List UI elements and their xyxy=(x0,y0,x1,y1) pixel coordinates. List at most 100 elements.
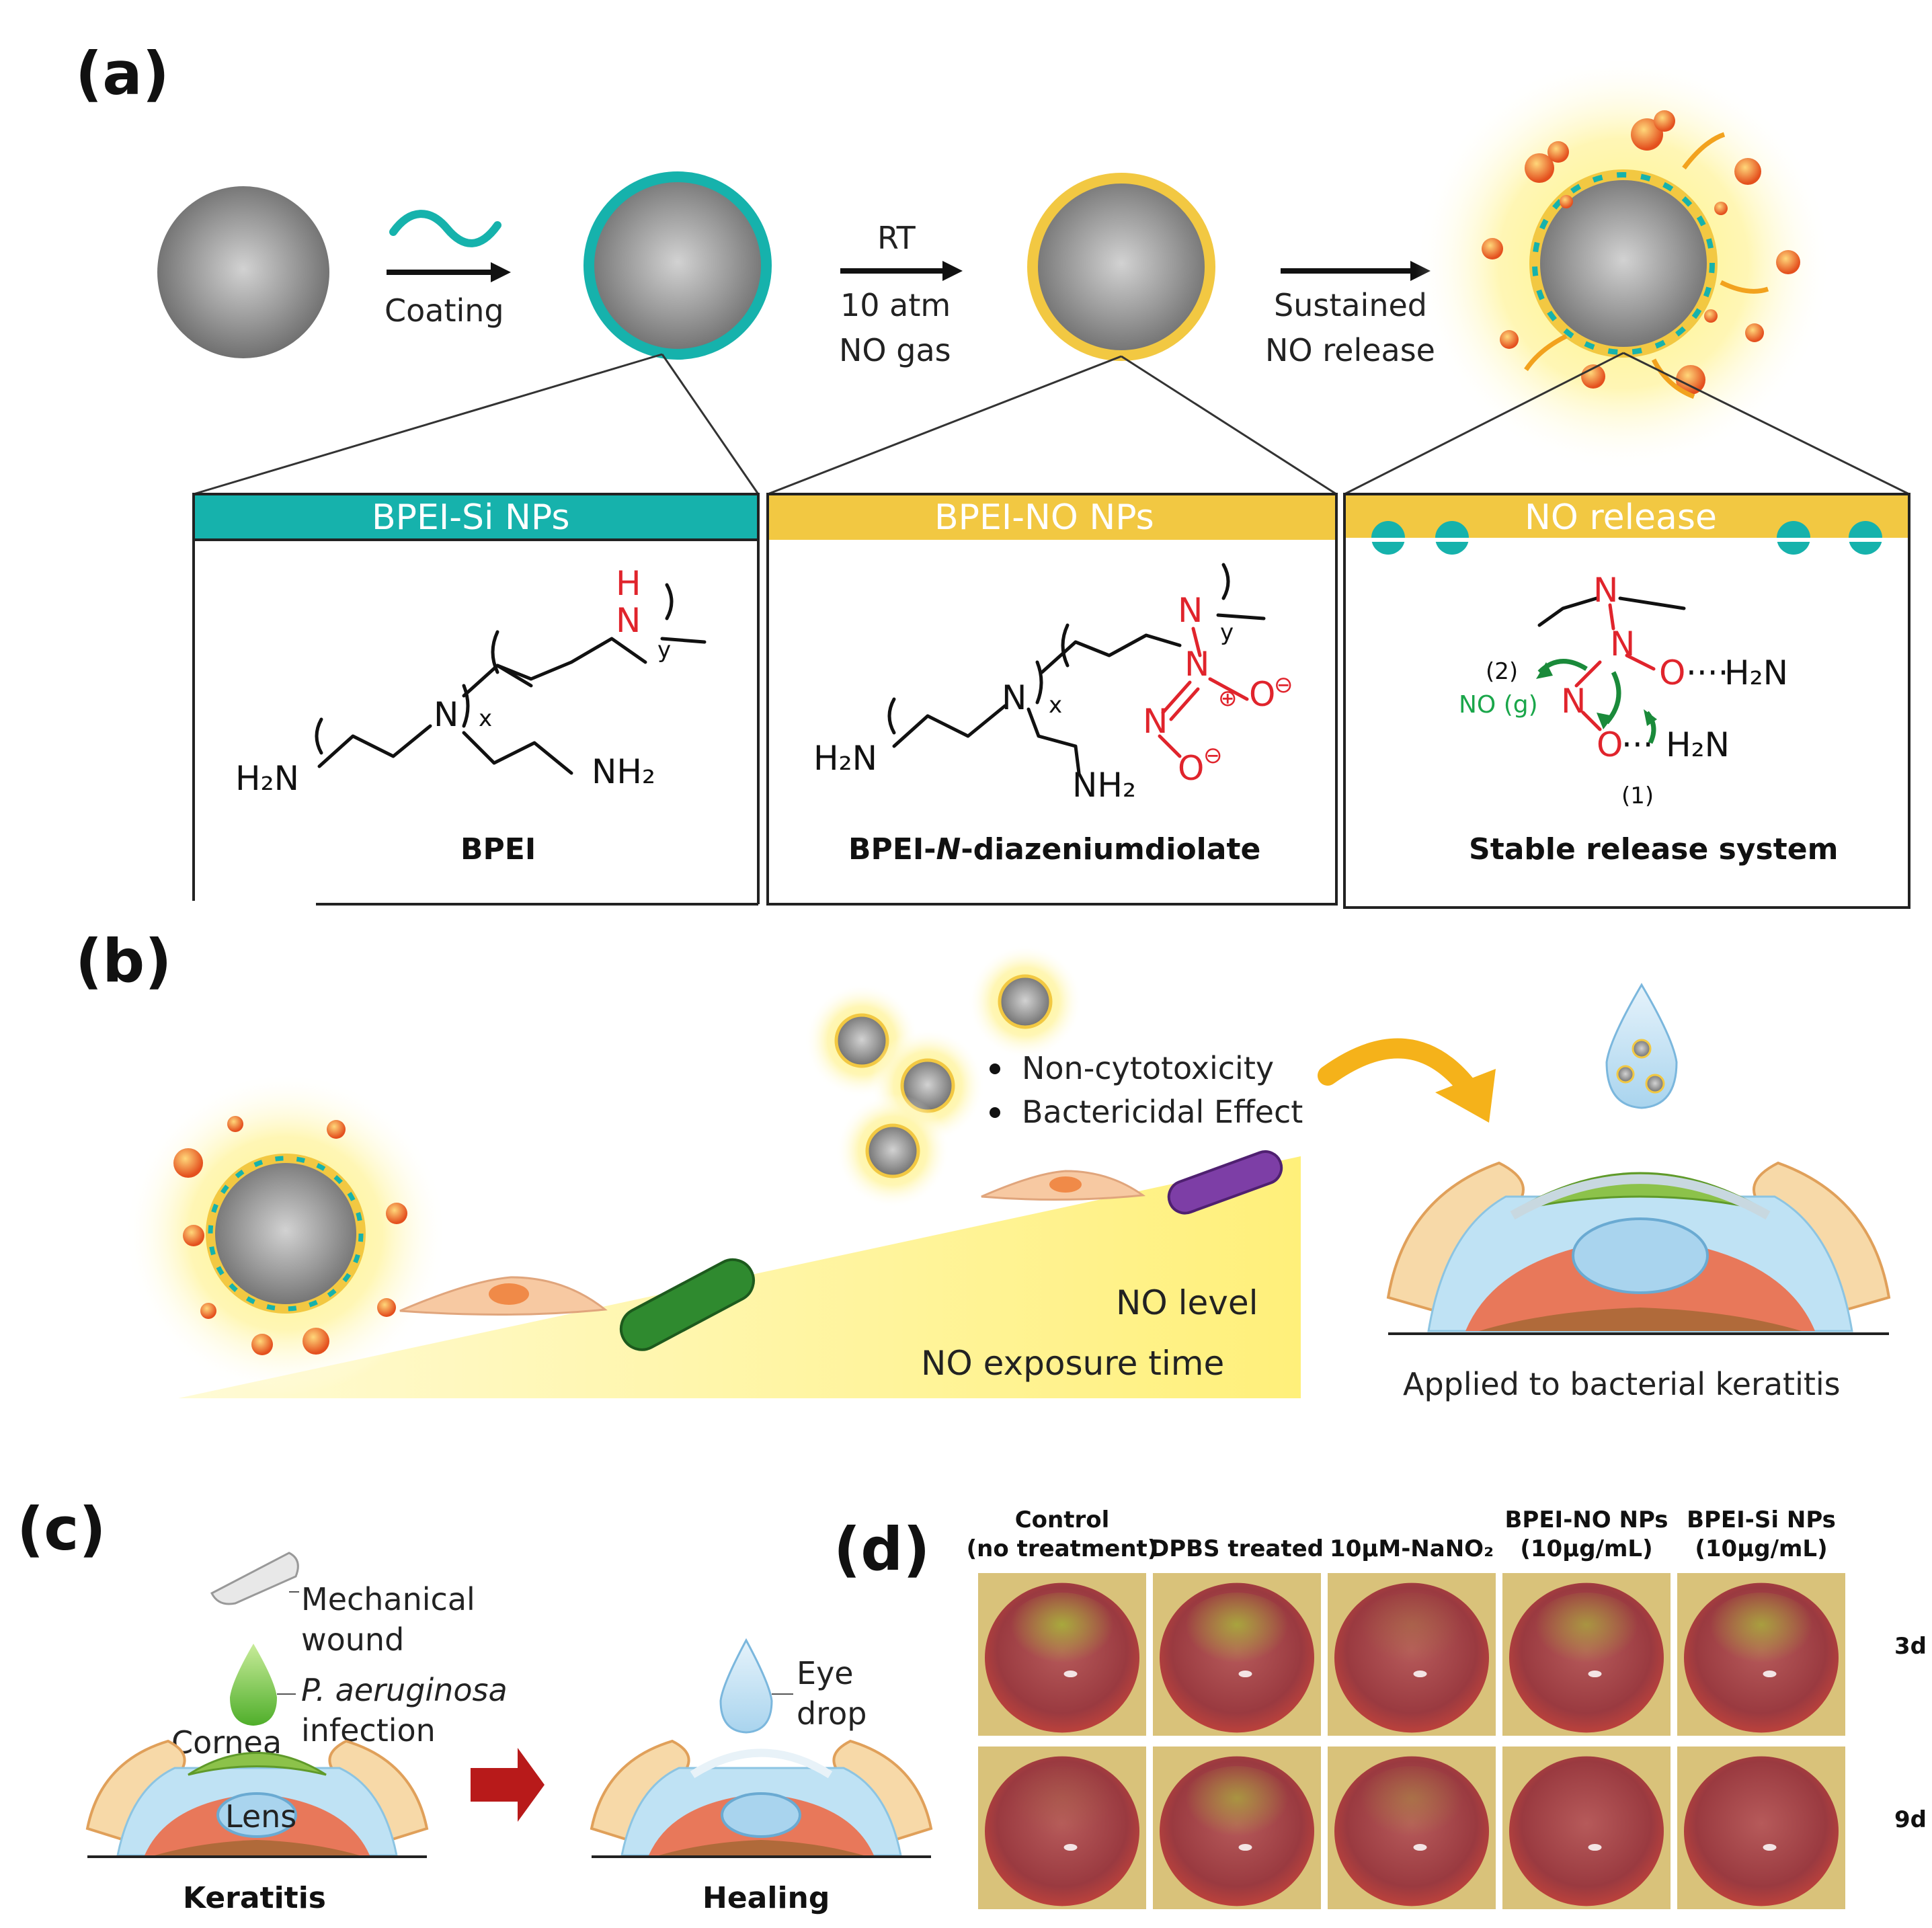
box2-caption: BPEI-N-diazeniumdiolate xyxy=(848,832,1260,867)
eye-label: Eye xyxy=(797,1655,854,1691)
bpei-x: x xyxy=(479,705,492,732)
eye-photo-4-9d xyxy=(1502,1746,1671,1909)
column-header-3-line2: 10μM-NaNO₂ xyxy=(1330,1535,1494,1562)
zoom-lines xyxy=(193,352,1910,495)
bpeino-y: y xyxy=(1220,619,1234,646)
eye-drop-with-nanoparticles xyxy=(1605,983,1678,1109)
bpeino-minus1: ⊖ xyxy=(1274,672,1293,698)
no-releasing-nanoparticle xyxy=(1415,55,1832,472)
panel-label-a: (a) xyxy=(75,39,169,108)
eye-photo-1-9d xyxy=(978,1746,1146,1909)
keratitis-label: Keratitis xyxy=(183,1881,326,1915)
bpei-nh2: NH₂ xyxy=(592,752,655,791)
column-header-1-line2: (no treatment) xyxy=(967,1535,1158,1562)
coating-label: Coating xyxy=(385,292,504,329)
bpeino-x: x xyxy=(1049,692,1062,719)
bpeino-n3: N xyxy=(1143,702,1168,741)
box1-caption: BPEI xyxy=(460,832,536,867)
bpei-h: H xyxy=(616,564,641,603)
eye-illustration-keratitis xyxy=(85,1739,429,1858)
bpei-si-nanoparticle xyxy=(583,171,772,360)
bpeino-n2: N xyxy=(1184,645,1209,684)
eye-photo-2-3d xyxy=(1153,1573,1321,1736)
rel-dots2: ··· xyxy=(1621,725,1654,764)
bpei-no-nanoparticle xyxy=(1027,173,1215,361)
rel-o2: O xyxy=(1597,725,1623,764)
column-header-4-line1: BPEI-NO NPs xyxy=(1504,1507,1668,1533)
bpei-nh: N xyxy=(616,601,641,640)
no-release-structure xyxy=(1536,596,1686,744)
bpei-chemical-structure xyxy=(315,583,707,775)
column-header-2-line2: DPBS treated xyxy=(1150,1535,1324,1562)
eye-photo-3-9d xyxy=(1328,1746,1496,1909)
axis-no-exposure: NO exposure time xyxy=(921,1344,1224,1383)
rel-h2n-2: H₂N xyxy=(1666,725,1730,764)
coating-arrow xyxy=(387,210,511,282)
box2-header: BPEI-NO NPs xyxy=(934,497,1154,538)
column-header-5-line1: BPEI-Si NPs xyxy=(1687,1507,1836,1533)
eye-photo-3-3d xyxy=(1328,1573,1496,1736)
bacterium-purple xyxy=(1167,1150,1283,1215)
eye-photo-1-3d xyxy=(978,1573,1146,1736)
drop-label: drop xyxy=(797,1695,867,1732)
bpei-diazeniumdiolate-structure xyxy=(887,563,1266,775)
eye-drop-icon xyxy=(719,1638,793,1734)
eye-illustration-healing xyxy=(590,1739,933,1858)
no-loading-arrow xyxy=(840,261,963,281)
bullet-dot-1 xyxy=(990,1063,1000,1074)
bpei-y: y xyxy=(657,637,671,664)
eye-photo-2-9d xyxy=(1153,1746,1321,1909)
wound-label: wound xyxy=(301,1621,404,1658)
nanoparticle-cluster xyxy=(805,945,1082,1208)
mammalian-cell-1 xyxy=(399,1276,608,1316)
applied-label: Applied to bacterial keratitis xyxy=(1403,1366,1841,1402)
bpei-n: N xyxy=(434,695,458,734)
eye-photo-5-9d xyxy=(1677,1746,1845,1909)
rel-step1: (1) xyxy=(1621,782,1654,809)
bpei-no-structure-box xyxy=(766,493,1338,906)
bpeino-o2: O xyxy=(1178,749,1204,788)
rel-no-gas: NO (g) xyxy=(1459,691,1538,719)
axis-no-level: NO level xyxy=(1116,1283,1258,1322)
release-arrow xyxy=(1281,261,1431,281)
bpeino-h2n: H₂N xyxy=(813,739,877,778)
scalpel-icon xyxy=(210,1552,299,1605)
no-releasing-nanoparticle-large xyxy=(124,1072,447,1395)
rel-n2: N xyxy=(1610,625,1635,664)
eye-photo-5-3d xyxy=(1677,1573,1845,1736)
panel-label-c: (c) xyxy=(17,1494,106,1564)
bpei-si-structure-box xyxy=(192,493,760,906)
box3-caption: Stable release system xyxy=(1469,832,1838,867)
bacterium-green xyxy=(619,1258,755,1351)
bpeino-minus2: ⊖ xyxy=(1203,742,1223,769)
rel-h2n-1: ···· xyxy=(1686,653,1729,692)
bpeino-n1: N xyxy=(1178,591,1203,630)
healing-label: Healing xyxy=(702,1881,830,1915)
panel-label-b: (b) xyxy=(75,926,171,996)
column-header-1-line1: Control xyxy=(1015,1507,1110,1533)
lens-label: Lens xyxy=(225,1798,296,1835)
rel-h2n-1b: H₂N xyxy=(1724,653,1788,692)
bacteria-drop-icon xyxy=(230,1644,296,1726)
rel-step2: (2) xyxy=(1486,658,1518,685)
column-header-5-line2: (10μg/mL) xyxy=(1695,1535,1827,1562)
panel-label-d: (d) xyxy=(834,1515,930,1584)
bpeino-n: N xyxy=(1002,678,1027,717)
bare-silica-nanoparticle xyxy=(157,186,329,358)
bullet-bactericidal: Bactericidal Effect xyxy=(1022,1094,1303,1130)
no-release-structure-box xyxy=(1343,493,1910,909)
rel-n1: N xyxy=(1593,571,1618,610)
condition-pressure: 10 atm xyxy=(840,287,951,323)
rel-n3: N xyxy=(1561,682,1586,721)
condition-gas: NO gas xyxy=(839,332,951,368)
mechanical-label: Mechanical xyxy=(301,1581,475,1617)
bpeino-o1: O xyxy=(1249,675,1275,714)
infection-label: infection xyxy=(301,1712,436,1749)
box3-header: NO release xyxy=(1525,497,1717,538)
box1-header: BPEI-Si NPs xyxy=(372,497,569,538)
red-arrow-icon xyxy=(471,1748,545,1822)
mammalian-cell-2 xyxy=(981,1170,1146,1201)
